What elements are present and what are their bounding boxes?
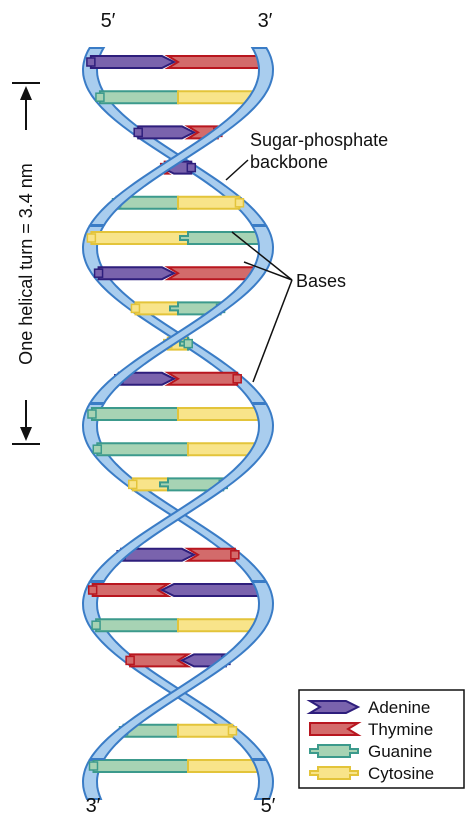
base-pair — [88, 759, 268, 773]
backbone-label-line1: Sugar-phosphate — [250, 130, 388, 150]
guanine-base-stub — [87, 409, 97, 419]
helical-turn-dimension: One helical turn = 3.4 nm — [12, 82, 40, 445]
top-right-end-label: 3′ — [258, 10, 273, 32]
guanine-base — [159, 477, 225, 492]
guanine-base — [95, 618, 187, 633]
legend-item-cytosine: Cytosine — [309, 764, 434, 783]
adenine-base-stub — [133, 127, 143, 138]
cytosine-base-stub — [130, 303, 141, 314]
cytosine-base — [177, 407, 266, 421]
base-pair — [93, 266, 263, 281]
base-pairs — [86, 55, 270, 773]
rect-tab-icon — [309, 766, 359, 780]
front-strand — [88, 47, 275, 800]
cytosine-base — [177, 90, 258, 105]
strand-a-segment — [250, 759, 275, 800]
base-pair — [128, 477, 228, 492]
strand-b-segment — [88, 581, 275, 760]
arrow-icon — [306, 700, 361, 714]
base-pair — [86, 231, 270, 245]
adenine-base — [159, 583, 265, 597]
cytosine-base — [177, 618, 261, 633]
bottom-left-end-label: 3′ — [86, 795, 101, 817]
strand-a-segment — [88, 47, 275, 226]
bases-label: Bases — [296, 271, 346, 291]
helical-turn-label: One helical turn = 3.4 nm — [16, 163, 36, 365]
legend-item-guanine: Guanine — [309, 742, 432, 761]
thymine-base — [91, 583, 172, 597]
adenine-base — [97, 266, 177, 281]
thymine-base — [129, 653, 192, 668]
guanine-base — [90, 407, 187, 421]
adenine-base — [137, 125, 197, 140]
base-pair — [116, 547, 240, 562]
cytosine-base-stub — [128, 479, 138, 490]
thymine-base-stub — [232, 374, 242, 384]
notch-icon — [309, 722, 362, 736]
guanine-base-stub — [88, 761, 99, 771]
adenine-base-stub — [93, 268, 104, 278]
adenine-base-stub — [86, 57, 96, 67]
thymine-base-stub — [230, 550, 240, 560]
guanine-base — [98, 90, 187, 105]
base-pair — [111, 195, 245, 210]
bases-leader-line-2 — [243, 261, 293, 281]
thymine-base-stub — [87, 585, 98, 595]
bases-leader-line-1 — [231, 231, 293, 281]
thymine-base — [164, 55, 267, 69]
guanine-base — [92, 759, 197, 773]
bases-leader-line-3 — [252, 279, 293, 383]
backbone-leader-line — [225, 159, 249, 181]
guanine-base — [179, 231, 266, 245]
cytosine-base-stub — [227, 726, 238, 736]
base-pair — [114, 371, 242, 386]
guanine-base-stub — [95, 92, 105, 102]
strand-b-segment — [88, 225, 275, 404]
thymine-base — [164, 266, 259, 281]
strand-a-segment — [88, 403, 275, 582]
backbone-label-line2: backbone — [250, 152, 328, 172]
base-pair — [87, 407, 269, 421]
guanine-base-stub — [92, 444, 103, 454]
cytosine-base — [177, 195, 241, 210]
bottom-right-end-label: 5′ — [261, 795, 276, 817]
adenine-base — [89, 55, 177, 69]
legend-label-adenine: Adenine — [368, 698, 430, 717]
base-pair — [86, 55, 270, 69]
guanine-base-stub — [91, 620, 101, 630]
cytosine-base — [90, 231, 189, 245]
guanine-base — [96, 442, 197, 457]
cytosine-base-stub — [234, 198, 245, 208]
cytosine-base — [187, 759, 264, 773]
thymine-base — [164, 371, 239, 386]
thymine-base-stub — [125, 655, 135, 666]
base-pair — [91, 618, 265, 633]
legend-item-adenine: Adenine — [306, 698, 430, 717]
base-pair — [95, 90, 261, 105]
legend-label-guanine: Guanine — [368, 742, 432, 761]
guanine-base-stub — [183, 338, 193, 349]
base-pair — [87, 583, 269, 597]
top-left-end-label: 5′ — [101, 10, 116, 32]
cytosine-base — [177, 723, 234, 738]
base-pair — [92, 442, 264, 457]
adenine-base-stub — [186, 162, 197, 173]
legend-label-thymine: Thymine — [368, 720, 433, 739]
cytosine-base-stub — [86, 233, 97, 243]
legend-label-cytosine: Cytosine — [368, 764, 434, 783]
base-pair — [118, 723, 238, 738]
rect-notch-icon — [309, 744, 359, 758]
legend-item-thymine: Thymine — [309, 720, 433, 739]
